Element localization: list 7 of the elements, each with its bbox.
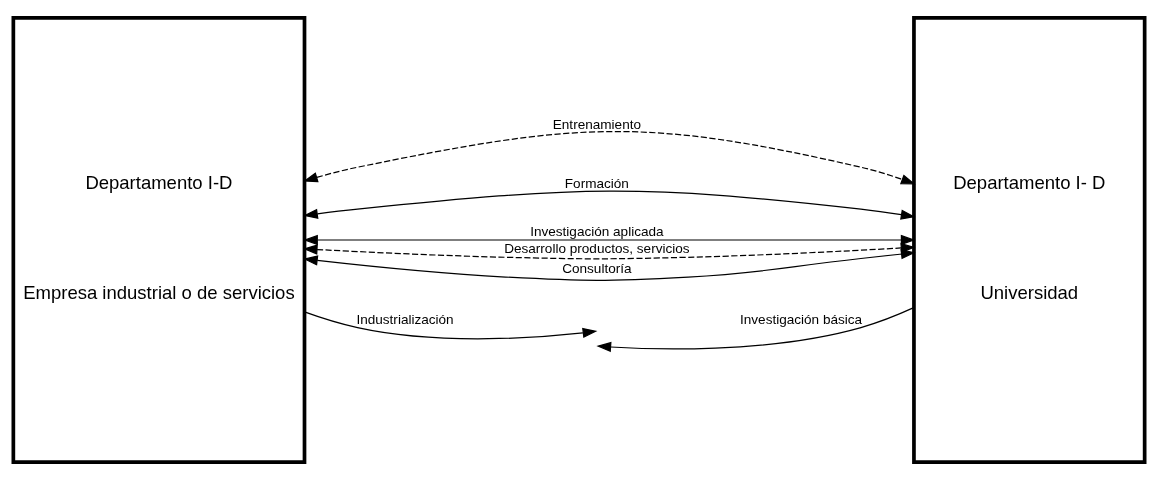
edge-label: Investigación aplicada [530,223,664,239]
edge-label: Desarrollo productos, servicios [504,240,690,256]
edge-label: Formación [564,175,629,191]
edge-label: Industrialización [356,311,454,327]
edge-label: Investigación básica [739,311,863,327]
edge-label: Consultoría [562,260,632,276]
edge-label: Entrenamiento [552,116,641,132]
